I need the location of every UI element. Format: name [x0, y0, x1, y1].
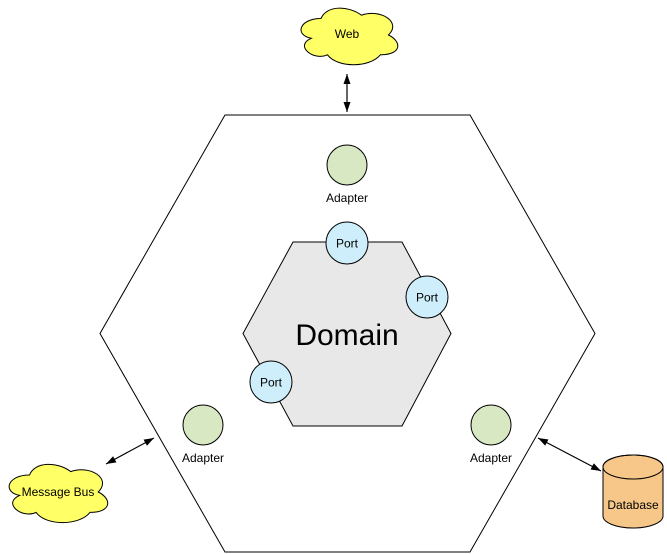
domain-hexagon — [242, 241, 452, 427]
adapter-right-label: Adapter — [470, 451, 512, 465]
port-top-node[interactable]: Port — [325, 221, 369, 265]
adapter-top-node[interactable]: Adapter — [326, 144, 368, 205]
web-cloud-shape — [300, 7, 399, 66]
adapter-top-circle — [326, 144, 368, 186]
adapter-left-circle — [182, 404, 224, 446]
database-cylinder-shape — [602, 454, 664, 529]
adapter-right-node[interactable]: Adapter — [470, 404, 512, 465]
web-cloud-label: Web — [335, 27, 360, 41]
database-cylinder-node[interactable]: Database — [602, 454, 664, 529]
database-label: Database — [607, 498, 659, 512]
web-cloud-node[interactable]: Web — [300, 7, 399, 66]
port-bottom-left-circle — [249, 360, 293, 404]
port-right-circle — [405, 275, 449, 319]
message-bus-cloud-shape — [8, 463, 109, 523]
domain-label: Domain — [295, 319, 398, 352]
port-bottom-left-node[interactable]: Port — [249, 360, 293, 404]
message-bus-connector-arrow[interactable] — [105, 437, 155, 465]
adapter-top-label: Adapter — [326, 191, 368, 205]
message-bus-cloud-node[interactable]: Message Bus — [8, 463, 109, 523]
adapter-right-circle — [470, 404, 512, 446]
adapter-left-node[interactable]: Adapter — [182, 404, 224, 465]
port-top-label: Port — [336, 237, 359, 251]
port-top-circle — [325, 221, 369, 265]
port-right-node[interactable]: Port — [405, 275, 449, 319]
port-bottom-left-label: Port — [260, 376, 283, 390]
adapter-left-label: Adapter — [182, 451, 224, 465]
database-cylinder-rim — [602, 454, 664, 480]
port-right-label: Port — [416, 291, 439, 305]
message-bus-cloud-label: Message Bus — [22, 485, 95, 499]
database-connector-arrow[interactable] — [537, 437, 602, 472]
domain-hexagon-node[interactable]: Domain — [242, 241, 452, 427]
